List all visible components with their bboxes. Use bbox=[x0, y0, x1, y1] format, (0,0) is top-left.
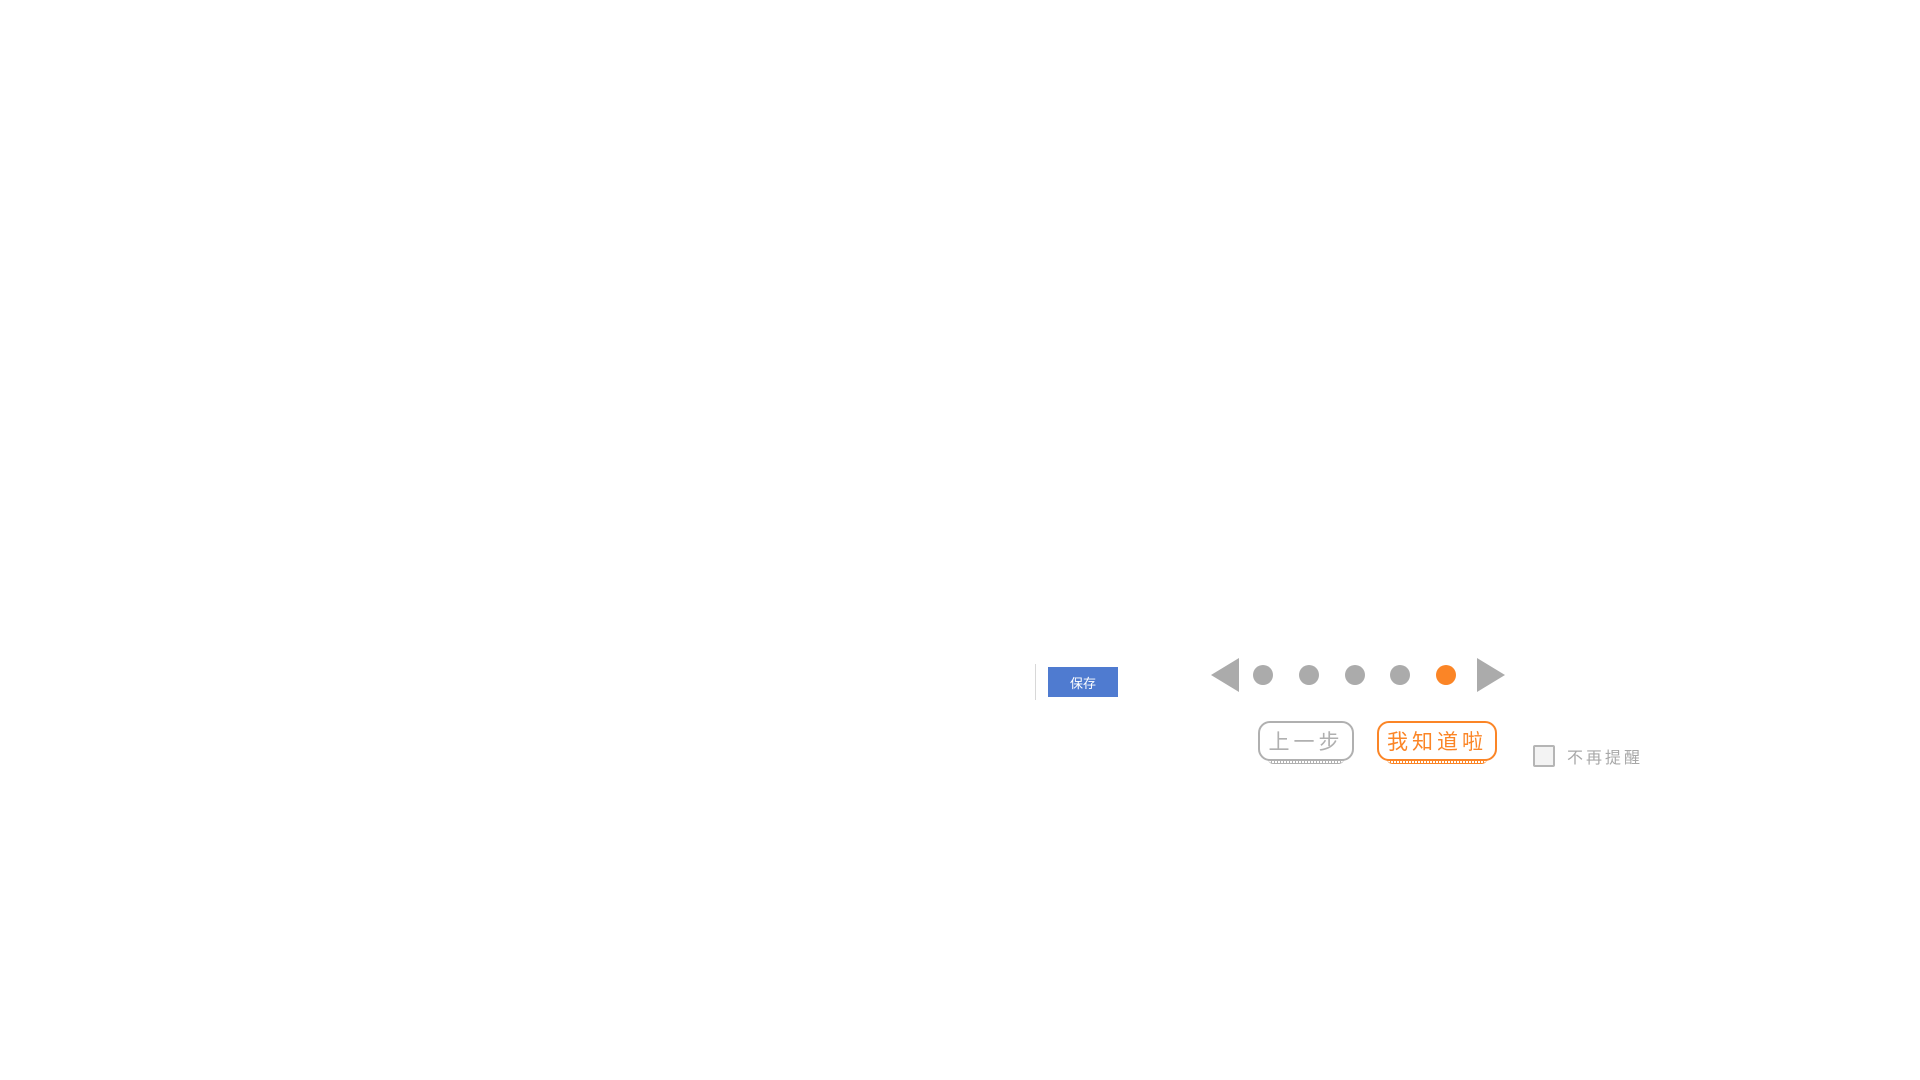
prev-step-button[interactable]: 上一步 bbox=[1258, 721, 1354, 764]
guide-pager bbox=[1211, 658, 1505, 692]
toolbar-divider bbox=[1035, 664, 1036, 700]
got-it-button[interactable]: 我知道啦 bbox=[1377, 721, 1497, 764]
step-dot-1[interactable] bbox=[1253, 665, 1273, 685]
triangle-right-icon[interactable] bbox=[1477, 658, 1505, 692]
triangle-left-icon[interactable] bbox=[1211, 658, 1239, 692]
step-dot-5-active[interactable] bbox=[1436, 665, 1456, 685]
dont-remind-checkbox[interactable] bbox=[1533, 745, 1555, 767]
dont-remind-label[interactable]: 不再提醒 bbox=[1567, 748, 1644, 767]
step-dot-4[interactable] bbox=[1390, 665, 1410, 685]
step-dot-2[interactable] bbox=[1299, 665, 1319, 685]
save-button[interactable]: 保存 bbox=[1048, 667, 1118, 697]
step-dot-3[interactable] bbox=[1345, 665, 1365, 685]
